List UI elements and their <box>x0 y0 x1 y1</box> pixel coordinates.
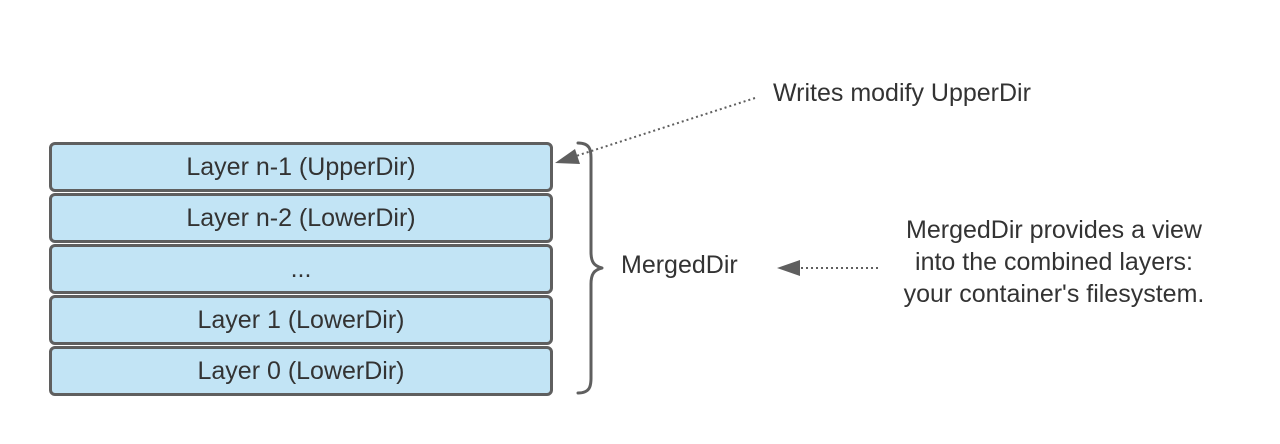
writes-arrow-line <box>575 97 756 157</box>
description-line-3: your container's filesystem. <box>903 280 1205 308</box>
layer-upper: Layer n-1 (UpperDir) <box>49 142 553 192</box>
writes-annotation: Writes modify UpperDir <box>773 79 1031 107</box>
layer-ellipsis: ... <box>49 244 553 294</box>
layer-stack: Layer n-1 (UpperDir) Layer n-2 (LowerDir… <box>49 142 553 397</box>
layer-lower-1: Layer 1 (LowerDir) <box>49 295 553 345</box>
writes-arrow-head <box>555 149 580 164</box>
description-line-2: into the combined layers: <box>915 248 1193 276</box>
layer-lower-0: Layer 0 (LowerDir) <box>49 346 553 396</box>
merged-dir-description: MergedDir provides a view into the combi… <box>872 214 1236 310</box>
layer-lower-n-2: Layer n-2 (LowerDir) <box>49 193 553 243</box>
description-line-1: MergedDir provides a view <box>906 216 1202 244</box>
merged-arrow-head <box>777 260 800 276</box>
merged-dir-label: MergedDir <box>621 251 738 279</box>
merged-brace <box>576 141 604 395</box>
